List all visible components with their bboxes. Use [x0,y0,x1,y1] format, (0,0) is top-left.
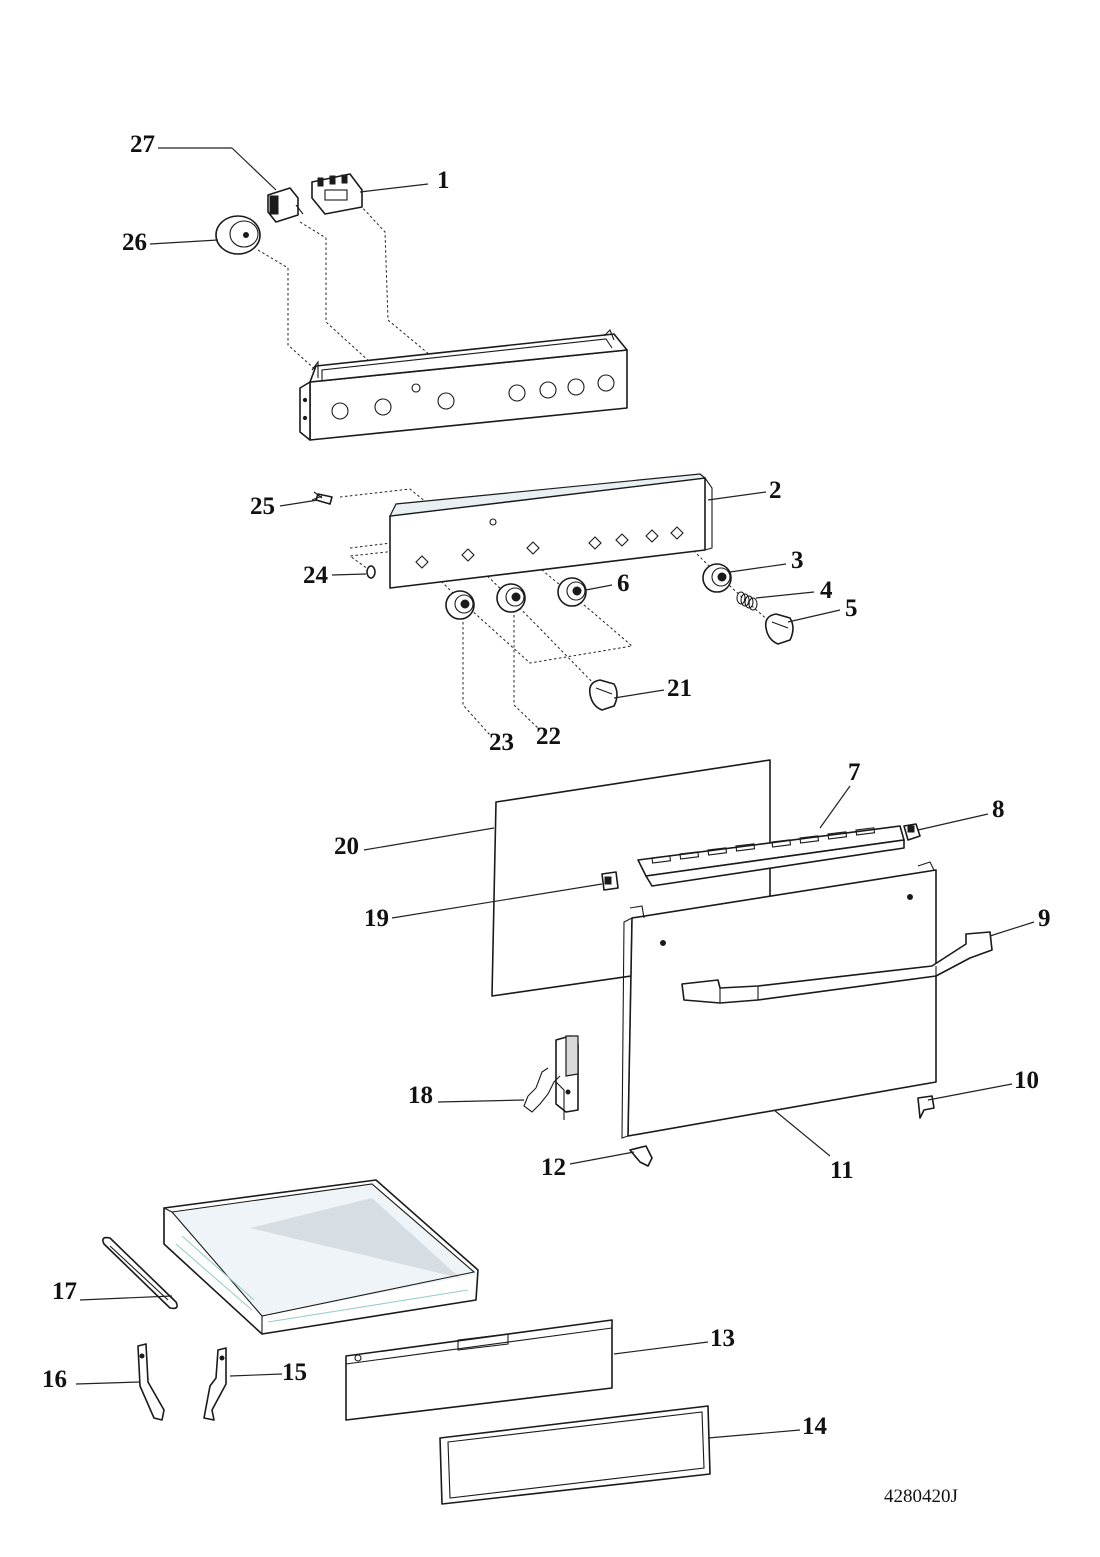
callout-17: 17 [52,1278,77,1305]
assembly-line [462,612,491,736]
part-17-rod [102,1236,178,1310]
part-11-door-panel [621,861,937,1139]
part-26-round-control [215,215,261,255]
storage-drawer [163,1179,479,1335]
part-18-hinge [523,1035,579,1120]
callout-23: 23 [489,729,514,756]
callout-19: 19 [364,905,389,932]
assembly-line [682,539,771,623]
callout-15: 15 [282,1359,307,1386]
part-24-ring [366,565,376,579]
part-5-knob [764,613,794,645]
callout-26: 26 [122,229,147,256]
callout-11: 11 [830,1157,854,1184]
callout-13: 13 [710,1325,735,1352]
control-panel-support [299,329,628,441]
assembly-line [348,529,499,573]
callout-16: 16 [42,1366,67,1393]
callout-18: 18 [408,1082,433,1109]
leader-lines [75,147,1035,1439]
callout-2: 2 [769,477,782,504]
part-19-clip [601,871,619,891]
callout-12: 12 [541,1154,566,1181]
callout-7: 7 [848,759,861,786]
callout-14: 14 [802,1413,828,1440]
part-13-drawer-front [345,1319,613,1421]
reference-code: 4280420J [884,1486,958,1507]
part-14-drawer-glass [439,1405,711,1505]
callout-25: 25 [250,493,275,520]
part-21-knob [588,679,618,711]
part-3-knob-bezel [702,563,732,593]
callout-9: 9 [1038,905,1051,932]
part-4-spring [736,591,758,611]
assembly-line [299,221,371,363]
part-9-handle [681,931,993,1004]
part-22-knob-bezel [496,583,526,613]
callout-3: 3 [791,547,804,574]
part-12-bracket [629,1145,653,1167]
callout-27: 27 [130,131,155,158]
assembly-line [513,605,541,731]
control-panel [388,473,713,589]
callout-8: 8 [992,796,1005,823]
assembly-line [339,488,433,508]
assembly-line [257,249,319,373]
part-6-knob-bezel [557,577,587,607]
part-16-drawer-bracket [137,1343,165,1421]
part-15-drawer-bracket [203,1347,227,1421]
part-23-knob-bezel [445,590,475,620]
part-7-door-profile [637,825,905,887]
callout-21: 21 [667,675,692,702]
part-10-bracket [917,1095,935,1119]
callout-22: 22 [536,723,561,750]
callout-5: 5 [845,595,858,622]
callout-24: 24 [303,562,329,589]
callout-20: 20 [334,833,359,860]
part-8-clip [903,823,921,841]
callout-10: 10 [1014,1067,1039,1094]
part-1-selector-switch [311,173,363,215]
callout-4: 4 [820,577,833,604]
assembly-line [359,204,431,356]
callout-6: 6 [617,570,630,597]
callout-1: 1 [437,167,450,194]
part-25-pin [311,491,333,505]
part-27-switch [267,187,304,223]
